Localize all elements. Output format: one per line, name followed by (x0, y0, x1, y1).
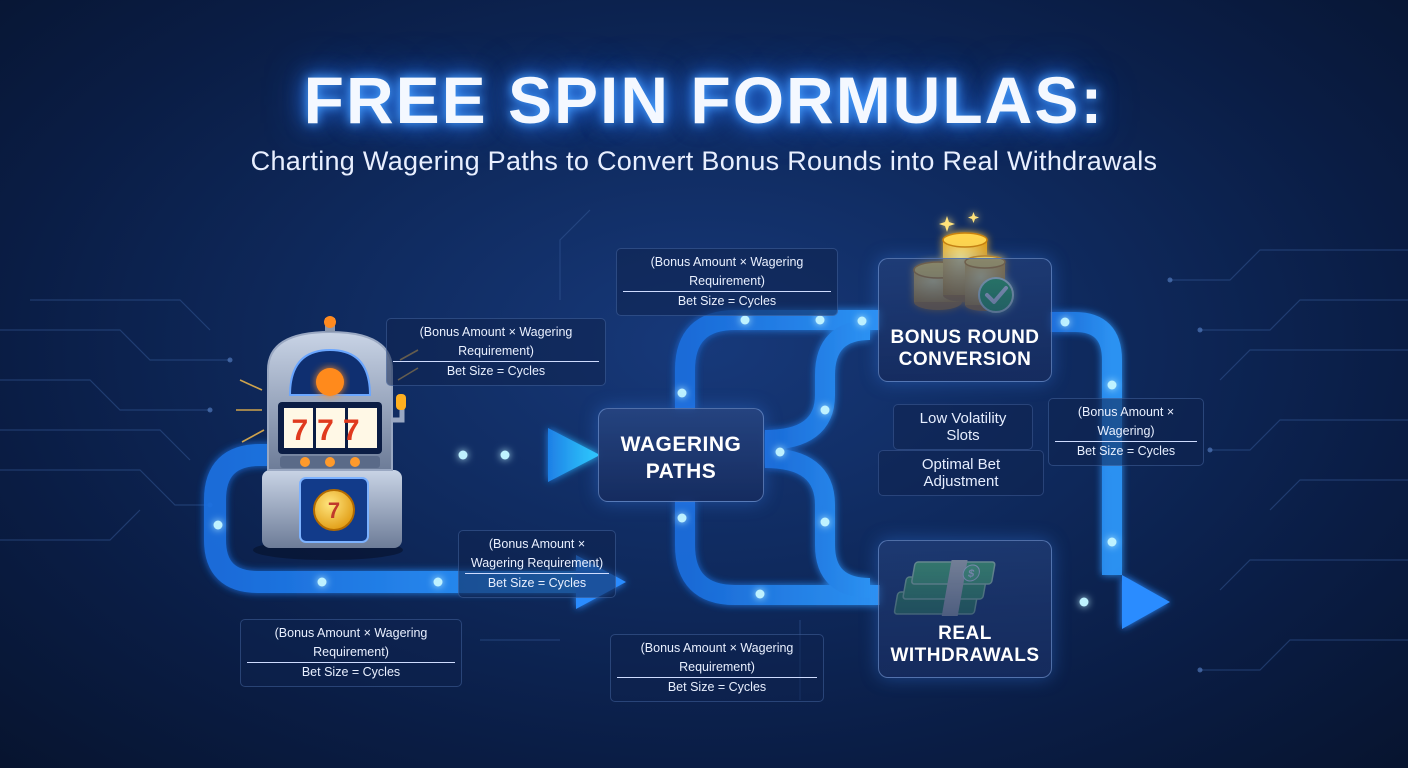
formula-upper-left: (Bonus Amount × Wagering Requirement) Be… (386, 318, 606, 386)
formula-numerator: (Bonus Amount × Wagering Requirement) (247, 624, 455, 663)
node-wagering-paths: WAGERING PATHS (598, 408, 764, 502)
formula-denominator: Bet Size = Cycles (301, 665, 401, 679)
formula-numerator: (Bonus Amount × Wagering) (1055, 403, 1197, 442)
arrow-right (1122, 575, 1170, 629)
page-subtitle: Charting Wagering Paths to Convert Bonus… (250, 146, 1158, 176)
formula-numerator: (Bonus Amount × Wagering Requirement) (623, 253, 831, 292)
node-label: WAGERING PATHS (620, 433, 742, 483)
formula-denominator: Bet Size = Cycles (446, 364, 546, 378)
formula-right: (Bonus Amount × Wagering) Bet Size = Cyc… (1048, 398, 1204, 466)
arrow-upper (548, 428, 600, 482)
path-center-network (675, 310, 1130, 612)
tag-low-volatility: Low Volatility Slots (893, 404, 1033, 450)
formula-lower-center: (Bonus Amount × Wagering Requirement) Be… (458, 530, 616, 598)
node-label: BONUS ROUND CONVERSION (890, 327, 1040, 370)
formula-denominator: Bet Size = Cycles (487, 576, 587, 590)
formula-numerator: (Bonus Amount × Wagering Requirement) (465, 535, 609, 574)
slot-reels: 777 (291, 414, 368, 447)
page-title: FREE SPIN FORMULAS: (303, 63, 1105, 137)
formula-denominator: Bet Size = Cycles (677, 294, 777, 308)
node-bonus-round-conversion: BONUS ROUND CONVERSION (878, 258, 1052, 382)
slot-machine-icon: 7 777 (236, 316, 419, 560)
formula-numerator: (Bonus Amount × Wagering Requirement) (393, 323, 599, 362)
tag-optimal-bet: Optimal Bet Adjustment (878, 450, 1044, 496)
formula-bottom-center: (Bonus Amount × Wagering Requirement) Be… (610, 634, 824, 702)
formula-denominator: Bet Size = Cycles (1076, 444, 1176, 458)
formula-numerator: (Bonus Amount × Wagering Requirement) (617, 639, 817, 678)
svg-text:7: 7 (328, 498, 340, 523)
formula-top-center: (Bonus Amount × Wagering Requirement) Be… (616, 248, 838, 316)
formula-bottom-left: (Bonus Amount × Wagering Requirement) Be… (240, 619, 462, 687)
path-dots (213, 315, 1117, 607)
formula-denominator: Bet Size = Cycles (667, 680, 767, 694)
path-left-loop (204, 444, 591, 593)
node-real-withdrawals: REAL WITHDRAWALS (878, 540, 1052, 678)
node-label: REAL WITHDRAWALS (890, 623, 1040, 666)
